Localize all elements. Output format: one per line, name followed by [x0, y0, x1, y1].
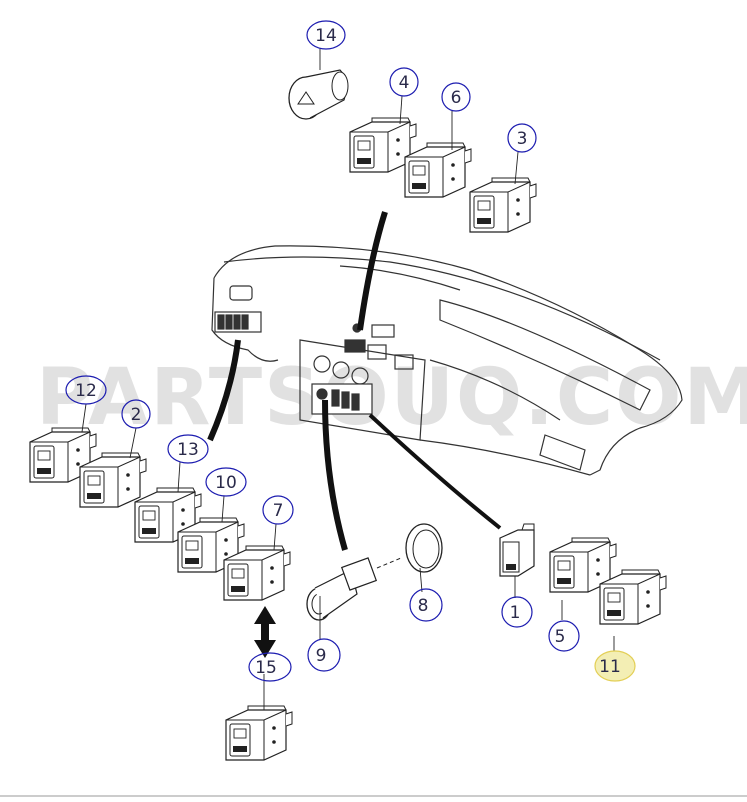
part-9-cigarette-lighter [306, 557, 402, 621]
svg-text:4: 4 [399, 73, 410, 93]
callout-1[interactable]: 1 [501, 596, 533, 628]
svg-text:5: 5 [555, 627, 566, 647]
part-14-hazard-switch [288, 69, 349, 120]
callout-15[interactable]: 15 [248, 652, 292, 682]
callout-11-highlighted[interactable]: 11 [594, 650, 636, 682]
callout-12[interactable]: 12 [65, 375, 107, 405]
callout-10[interactable]: 10 [205, 467, 247, 497]
callout-5[interactable]: 5 [548, 620, 580, 652]
callout-6[interactable]: 6 [441, 82, 471, 112]
dashboard-illustration [211, 245, 683, 476]
svg-text:14: 14 [315, 26, 337, 46]
svg-text:13: 13 [177, 440, 199, 460]
svg-text:10: 10 [215, 473, 237, 493]
callout-14[interactable]: 14 [306, 20, 346, 50]
callout-9[interactable]: 9 [307, 638, 341, 672]
callout-13[interactable]: 13 [167, 434, 209, 464]
callout-8[interactable]: 8 [409, 588, 443, 622]
part-1-small-switch [499, 523, 535, 577]
callouts: 14 4 6 3 12 2 13 10 [65, 20, 636, 682]
svg-text:3: 3 [517, 129, 528, 149]
part-8-lighter-ring [405, 523, 443, 573]
callout-7[interactable]: 7 [262, 495, 294, 525]
callout-2[interactable]: 2 [121, 399, 151, 429]
svg-text:8: 8 [418, 596, 429, 616]
part-6-switch [404, 142, 472, 198]
watermark-text: PARTSOUQ.COM [36, 353, 747, 443]
svg-text:15: 15 [255, 658, 277, 678]
part-3-switch [469, 177, 537, 233]
svg-text:12: 12 [75, 381, 97, 401]
svg-text:1: 1 [510, 603, 521, 623]
part-15-switch [225, 705, 293, 761]
svg-text:9: 9 [316, 646, 327, 666]
callout-4[interactable]: 4 [389, 67, 419, 97]
double-arrow [254, 606, 276, 658]
svg-text:11: 11 [599, 657, 621, 677]
svg-text:6: 6 [451, 88, 462, 108]
callout-3[interactable]: 3 [507, 123, 537, 153]
svg-text:2: 2 [131, 405, 142, 425]
leader-lines [207, 211, 502, 551]
svg-text:7: 7 [273, 501, 284, 521]
